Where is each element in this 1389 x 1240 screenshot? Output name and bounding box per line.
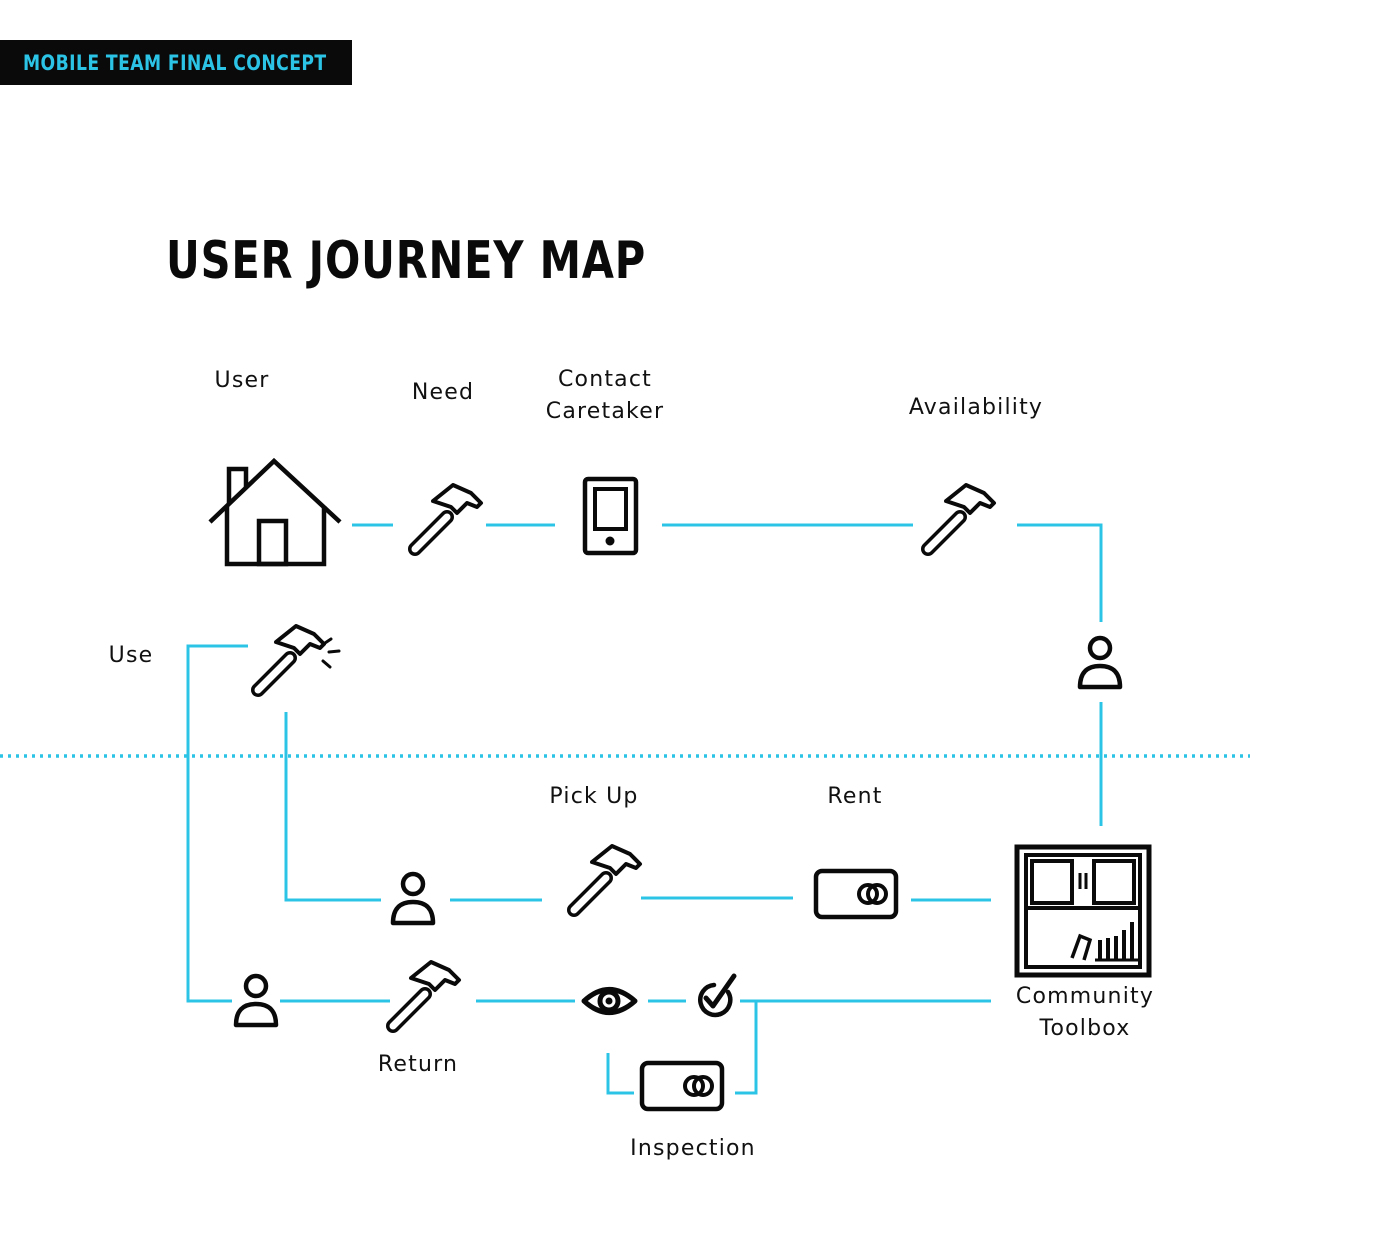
card-icon bbox=[642, 1063, 722, 1109]
person-icon bbox=[1080, 638, 1120, 687]
label-need: Need bbox=[411, 380, 475, 405]
phone-icon bbox=[582, 476, 639, 556]
person-icon bbox=[393, 874, 433, 923]
hammer-icon bbox=[393, 962, 459, 1026]
toolbox-icon bbox=[1014, 844, 1152, 978]
house-icon bbox=[208, 457, 342, 567]
label-contact-caretaker: Contact Caretaker bbox=[545, 367, 665, 424]
label-use: Use bbox=[108, 643, 154, 668]
check-icon bbox=[698, 973, 737, 1018]
eye-icon bbox=[581, 987, 638, 1015]
page-title: USER JOURNEY MAP bbox=[166, 231, 647, 291]
spark-icon bbox=[321, 637, 341, 669]
hammer-icon bbox=[574, 846, 640, 910]
hammer-icon bbox=[415, 485, 481, 549]
label-user: User bbox=[214, 368, 270, 393]
connector-lines bbox=[186, 523, 1103, 1095]
hammer-icon bbox=[258, 626, 324, 690]
label-community-toolbox: Community Toolbox bbox=[1015, 984, 1155, 1041]
banner-text: MOBILE TEAM FINAL CONCEPT bbox=[23, 50, 327, 75]
hammer-icon bbox=[928, 485, 994, 549]
label-pick-up: Pick Up bbox=[549, 784, 639, 809]
label-availability: Availability bbox=[908, 395, 1044, 420]
label-return: Return bbox=[377, 1052, 459, 1077]
label-inspection: Inspection bbox=[630, 1136, 756, 1161]
banner: MOBILE TEAM FINAL CONCEPT bbox=[0, 40, 352, 85]
person-icon bbox=[236, 976, 276, 1025]
label-rent: Rent bbox=[827, 784, 883, 809]
card-icon bbox=[816, 871, 896, 917]
